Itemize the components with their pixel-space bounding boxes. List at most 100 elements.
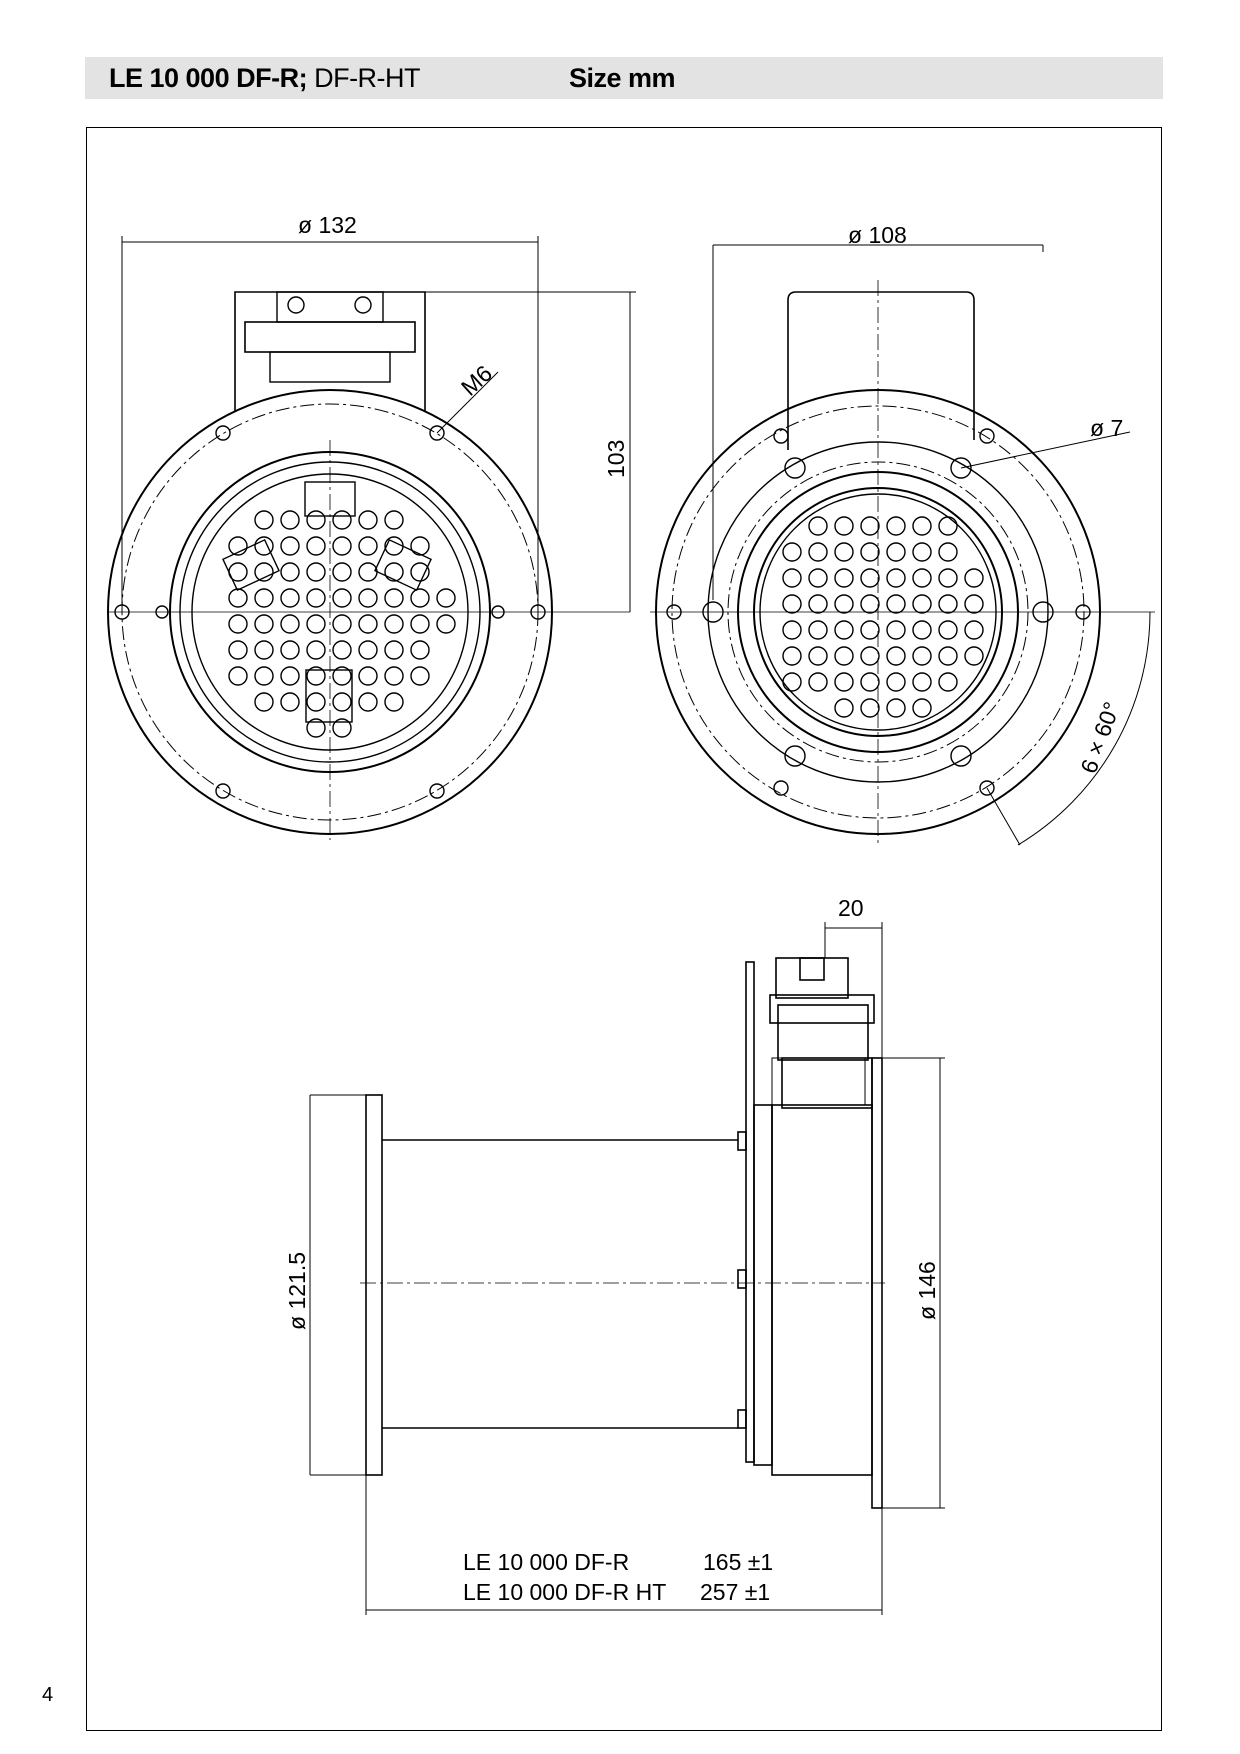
contact-hole bbox=[808, 620, 828, 640]
contact-hole bbox=[834, 646, 854, 666]
model-title: LE 10 000 DF-R; DF-R-HT bbox=[109, 63, 421, 94]
dim-front-outer-diameter: ø 132 bbox=[298, 212, 357, 238]
dim-flange-diameter: ø 146 bbox=[914, 1261, 940, 1320]
contact-hole bbox=[860, 568, 880, 588]
contact-hole bbox=[254, 588, 274, 608]
dim-hole-pattern: 6 × 60° bbox=[1075, 698, 1125, 776]
contact-hole bbox=[782, 594, 802, 614]
contact-hole bbox=[384, 614, 404, 634]
dim-rear-diameter: ø 108 bbox=[848, 222, 907, 248]
dim-tube-diameter: ø 121.5 bbox=[284, 1252, 310, 1330]
contact-hole bbox=[782, 568, 802, 588]
contact-hole bbox=[358, 510, 378, 530]
model-name-regular: DF-R-HT bbox=[307, 63, 421, 93]
contact-hole bbox=[808, 516, 828, 536]
contact-hole bbox=[938, 672, 958, 692]
contact-hole bbox=[912, 620, 932, 640]
size-unit-label: Size mm bbox=[569, 63, 676, 93]
contact-hole bbox=[410, 614, 430, 634]
contact-hole bbox=[358, 666, 378, 686]
contact-hole bbox=[938, 568, 958, 588]
contact-hole bbox=[332, 666, 352, 686]
contact-hole bbox=[782, 542, 802, 562]
contact-hole bbox=[834, 698, 854, 718]
contact-hole bbox=[410, 666, 430, 686]
contact-hole bbox=[228, 588, 248, 608]
contact-hole bbox=[280, 510, 300, 530]
contact-hole bbox=[384, 510, 404, 530]
dim-thread: M6 bbox=[456, 360, 497, 401]
contact-hole bbox=[358, 640, 378, 660]
contact-hole bbox=[912, 594, 932, 614]
contact-hole bbox=[306, 718, 326, 738]
contact-hole bbox=[254, 640, 274, 660]
contact-hole bbox=[834, 594, 854, 614]
contact-hole bbox=[228, 640, 248, 660]
contact-hole bbox=[332, 588, 352, 608]
contact-hole bbox=[860, 646, 880, 666]
contact-hole bbox=[886, 698, 906, 718]
contact-hole bbox=[912, 698, 932, 718]
contact-hole bbox=[254, 692, 274, 712]
side-dimensions: ø 121.5 ø 146 20 LE 10 000 DF-R 165 ±1 L… bbox=[284, 895, 945, 1615]
contact-hole bbox=[280, 536, 300, 556]
contact-hole bbox=[410, 588, 430, 608]
contact-hole bbox=[834, 672, 854, 692]
contact-hole bbox=[280, 692, 300, 712]
contact-hole bbox=[834, 620, 854, 640]
title-bar: LE 10 000 DF-R; DF-R-HT Size mm bbox=[85, 57, 1163, 99]
contact-hole bbox=[912, 672, 932, 692]
length-model-2: LE 10 000 DF-R HT bbox=[463, 1579, 666, 1605]
contact-hole bbox=[358, 692, 378, 712]
contact-hole bbox=[332, 562, 352, 582]
contact-hole bbox=[332, 536, 352, 556]
contact-hole bbox=[280, 666, 300, 686]
contact-hole bbox=[886, 672, 906, 692]
contact-hole bbox=[254, 536, 274, 556]
contact-hole bbox=[938, 620, 958, 640]
contact-hole bbox=[280, 640, 300, 660]
contact-hole bbox=[808, 542, 828, 562]
dim-connector-width: 20 bbox=[838, 895, 864, 921]
contact-hole bbox=[306, 510, 326, 530]
contact-hole bbox=[280, 588, 300, 608]
length-value-1: 165 ±1 bbox=[703, 1549, 773, 1575]
contact-hole bbox=[912, 542, 932, 562]
contact-hole bbox=[834, 568, 854, 588]
contact-hole bbox=[808, 594, 828, 614]
contact-hole bbox=[436, 588, 456, 608]
contact-hole bbox=[228, 614, 248, 634]
contact-hole bbox=[254, 614, 274, 634]
contact-hole bbox=[886, 594, 906, 614]
contact-hole bbox=[808, 646, 828, 666]
contact-hole bbox=[912, 516, 932, 536]
dim-height: 103 bbox=[603, 440, 629, 478]
contact-hole bbox=[860, 542, 880, 562]
dim-hole-diameter: ø 7 bbox=[1090, 415, 1123, 441]
contact-hole bbox=[938, 516, 958, 536]
contact-hole bbox=[808, 672, 828, 692]
contact-hole bbox=[254, 562, 274, 582]
length-model-1: LE 10 000 DF-R bbox=[463, 1549, 629, 1575]
contact-hole bbox=[384, 692, 404, 712]
contact-hole bbox=[358, 588, 378, 608]
contact-hole bbox=[886, 620, 906, 640]
contact-hole bbox=[834, 542, 854, 562]
contact-hole bbox=[834, 516, 854, 536]
contact-hole bbox=[384, 640, 404, 660]
model-separator: ; bbox=[298, 63, 308, 93]
contact-hole bbox=[410, 536, 430, 556]
contact-hole bbox=[964, 646, 984, 666]
contact-hole bbox=[306, 588, 326, 608]
contact-hole bbox=[860, 594, 880, 614]
length-value-2: 257 ±1 bbox=[700, 1579, 770, 1605]
contact-hole bbox=[332, 692, 352, 712]
contact-hole bbox=[860, 620, 880, 640]
contact-hole bbox=[410, 640, 430, 660]
contact-hole bbox=[938, 646, 958, 666]
contact-hole bbox=[886, 568, 906, 588]
front-view bbox=[107, 291, 630, 840]
contact-hole bbox=[384, 666, 404, 686]
contact-hole bbox=[860, 516, 880, 536]
